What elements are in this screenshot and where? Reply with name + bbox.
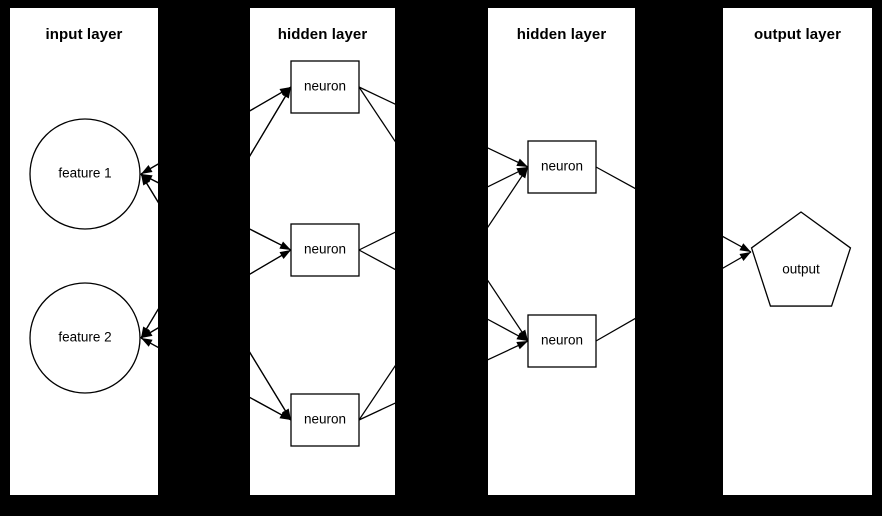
- node-label-h2-neuron-2: neuron: [541, 333, 583, 348]
- connection-h1-neuron-3-to-feature-2: [250, 396, 292, 421]
- node-shape-feature-1[interactable]: [29, 118, 141, 230]
- layer-panel-input-layer: feature 1 feature 2 input layer: [10, 8, 158, 495]
- arrowhead-h1-neuron-1-to-feature-1: [141, 165, 153, 174]
- arrowhead-h1-neuron-2-to-feature-1: [141, 174, 153, 183]
- arrowhead-h1-neuron-2-to-h2-neuron-2: [516, 332, 528, 341]
- node-shape-h1-neuron-1[interactable]: [290, 60, 360, 114]
- connection-feature-2-to-h1-neuron-1: [250, 86, 292, 157]
- arrowhead-feature-2-to-h1-neuron-2: [279, 250, 291, 260]
- connection-feature-1-to-h1-neuron-3: [250, 351, 292, 421]
- connection-h1-neuron-1-to-h2-neuron-1: [358, 86, 395, 105]
- arrowhead-h2-neuron-1-to-output-node: [739, 243, 751, 252]
- node-label-feature-2: feature 2: [58, 330, 111, 345]
- layer-title-hidden-layer-1: hidden layer: [277, 26, 368, 43]
- arrowhead-h1-neuron-3-to-feature-1: [141, 174, 151, 186]
- connection-h2-neuron-2-to-output-node: [595, 317, 635, 342]
- node-shape-h2-neuron-1[interactable]: [527, 140, 597, 194]
- layer-title-input-layer: input layer: [45, 26, 123, 43]
- connection-h1-neuron-1-to-feature-2: [140, 308, 158, 339]
- connection-h1-neuron-3-to-feature-1: [250, 351, 292, 421]
- layer-graphics-hidden-layer-2: neuron neuron: [488, 140, 635, 368]
- connection-feature-2-to-h1-neuron-3: [250, 396, 292, 421]
- connection-h1-neuron-3-to-h2-neuron-2: [488, 340, 529, 361]
- connection-feature-2-to-h1-neuron-1: [140, 308, 158, 339]
- connection-feature-1-to-h1-neuron-2: [140, 173, 158, 184]
- connection-h1-neuron-2-to-feature-2: [250, 249, 292, 275]
- connection-h2-neuron-2-to-output-node: [723, 251, 752, 269]
- node-label-h1-neuron-1: neuron: [304, 79, 346, 94]
- node-shape-h1-neuron-3[interactable]: [290, 393, 360, 447]
- connection-feature-2-to-h1-neuron-2: [250, 249, 292, 275]
- arrowhead-h1-neuron-2-to-feature-2: [141, 328, 153, 338]
- connection-h1-neuron-1-to-feature-1: [140, 163, 158, 175]
- connection-h1-neuron-2-to-h2-neuron-2: [358, 249, 395, 271]
- connection-h1-neuron-3-to-feature-1: [140, 173, 158, 204]
- layer-panel-hidden-layer-1: neuron neuron neuron hidden layer: [250, 8, 395, 495]
- node-label-output-node: output: [782, 262, 820, 277]
- arrowhead-h1-neuron-1-to-h2-neuron-2: [518, 329, 528, 341]
- connection-feature-2-to-h1-neuron-3: [140, 337, 158, 349]
- arrowhead-h1-neuron-1-to-feature-2: [141, 326, 151, 338]
- connection-feature-1-to-h1-neuron-1: [140, 163, 158, 175]
- layer-title-output-layer: output layer: [753, 26, 842, 43]
- node-shape-output-node[interactable]: [750, 211, 852, 307]
- connection-h1-neuron-3-to-h2-neuron-1: [358, 364, 395, 421]
- connection-feature-1-to-h1-neuron-1: [250, 86, 292, 112]
- node-label-h1-neuron-2: neuron: [304, 242, 346, 257]
- node-label-feature-1: feature 1: [58, 166, 111, 181]
- connection-h1-neuron-2-to-h2-neuron-1: [488, 166, 529, 188]
- arrowhead-h2-neuron-2-to-output-node: [739, 252, 751, 261]
- layer-graphics-output-layer: output: [723, 211, 852, 307]
- connection-h1-neuron-1-to-feature-2: [250, 86, 292, 157]
- layer-graphics-hidden-layer-1: neuron neuron neuron: [250, 60, 395, 447]
- connection-h1-neuron-1-to-feature-1: [250, 86, 292, 112]
- connection-h1-neuron-3-to-feature-2: [140, 337, 158, 349]
- arrowhead-h1-neuron-3-to-h2-neuron-1: [518, 167, 528, 179]
- connection-h1-neuron-2-to-feature-2: [140, 327, 158, 339]
- arrowhead-feature-2-to-h1-neuron-3: [279, 411, 291, 420]
- connection-h1-neuron-1-to-h2-neuron-2: [358, 86, 395, 143]
- connection-feature-1-to-h1-neuron-3: [140, 173, 158, 204]
- node-label-h1-neuron-3: neuron: [304, 412, 346, 427]
- node-label-h2-neuron-1: neuron: [541, 159, 583, 174]
- arrowhead-h1-neuron-3-to-h2-neuron-2: [516, 341, 528, 350]
- arrowhead-feature-1-to-h1-neuron-2: [279, 241, 291, 250]
- arrowhead-h1-neuron-3-to-feature-2: [141, 338, 153, 347]
- connection-h1-neuron-2-to-feature-1: [140, 173, 158, 184]
- node-shape-h2-neuron-2[interactable]: [527, 314, 597, 368]
- arrowhead-feature-1-to-h1-neuron-1: [279, 87, 291, 96]
- arrowhead-h1-neuron-1-to-h2-neuron-1: [516, 158, 528, 167]
- connection-h1-neuron-2-to-h2-neuron-1: [358, 231, 395, 251]
- connection-h1-neuron-2-to-h2-neuron-2: [488, 318, 529, 342]
- node-shape-feature-2[interactable]: [29, 282, 141, 394]
- layer-panel-hidden-layer-2: neuron neuron hidden layer: [488, 8, 635, 495]
- connection-h1-neuron-1-to-h2-neuron-2: [488, 279, 529, 342]
- connection-feature-1-to-h1-neuron-2: [250, 228, 292, 251]
- arrowhead-feature-2-to-h1-neuron-1: [281, 87, 291, 99]
- connection-feature-2-to-h1-neuron-2: [140, 327, 158, 339]
- connection-h1-neuron-3-to-h2-neuron-1: [488, 166, 529, 229]
- layer-graphics-input-layer: feature 1 feature 2: [29, 118, 158, 394]
- arrowhead-h1-neuron-2-to-h2-neuron-1: [516, 167, 528, 176]
- connection-h1-neuron-1-to-h2-neuron-1: [488, 147, 529, 168]
- layer-title-hidden-layer-2: hidden layer: [516, 26, 607, 43]
- node-shape-h1-neuron-2[interactable]: [290, 223, 360, 277]
- connection-h2-neuron-1-to-output-node: [723, 235, 752, 253]
- layer-panel-output-layer: output output layer: [723, 8, 872, 495]
- connection-h1-neuron-2-to-feature-1: [250, 228, 292, 251]
- connection-h1-neuron-3-to-h2-neuron-2: [358, 402, 395, 421]
- connection-h2-neuron-1-to-output-node: [595, 166, 635, 190]
- arrowhead-feature-1-to-h1-neuron-3: [281, 408, 291, 420]
